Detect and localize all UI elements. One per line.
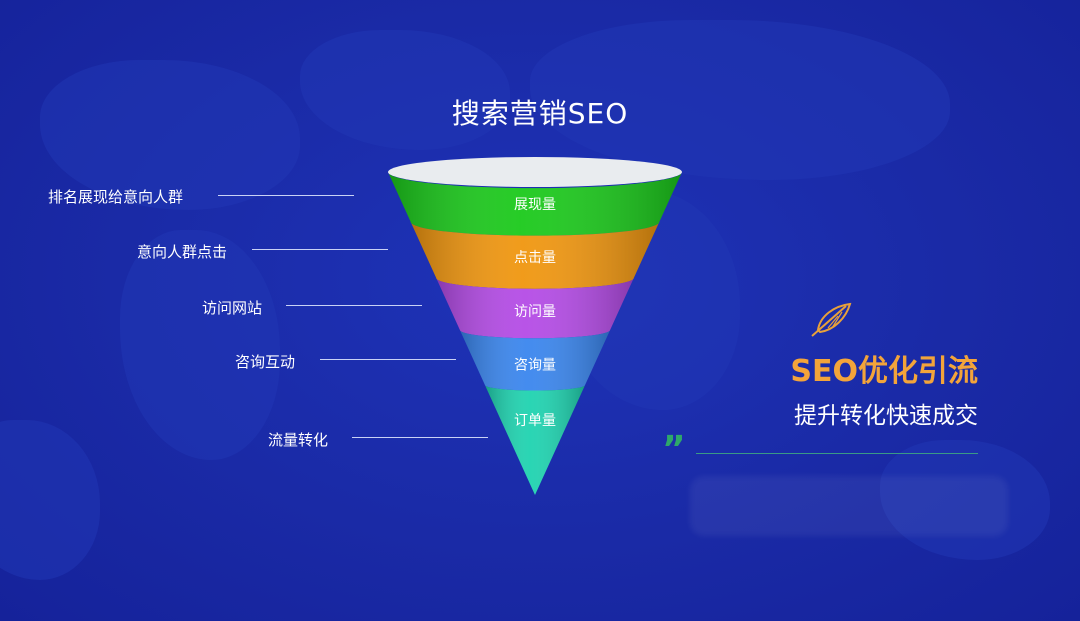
funnel-stage-shading [410,222,660,289]
funnel-stage-label: 展现量 [514,197,556,213]
quote-divider [696,453,978,454]
side-label: 流量转化 [268,431,329,449]
map-continent [0,420,100,580]
funnel-stage-shading [436,278,634,339]
funnel-stage-label: 点击量 [514,250,556,266]
funnel-stage-label: 咨询量 [514,358,556,374]
side-label: 排名展现给意向人群 [48,188,184,206]
connector-line [286,305,422,306]
connector-line [320,359,456,360]
funnel-stage-label: 访问量 [514,304,556,320]
map-continent [530,20,950,180]
side-label: 访问网站 [202,299,263,317]
highlight-title: SEO优化引流 [790,354,978,389]
connector-line [352,437,488,438]
map-continent [300,30,510,150]
quote-icon: ” [662,429,686,470]
funnel-top-rim [388,157,682,187]
map-continent [880,440,1050,560]
feather-icon [811,302,852,337]
diagram-title: 搜索营销SEO [451,97,629,130]
connector-line [218,195,354,196]
map-continent [120,230,280,460]
map-continent [40,60,300,210]
funnel-stage-shading [388,172,682,236]
side-label: 咨询互动 [235,353,296,371]
funnel-stage-shading [459,330,611,391]
side-label: 意向人群点击 [137,243,228,261]
funnel-stage-shading [484,385,586,495]
connector-line [252,249,388,250]
glow-panel [690,476,1008,536]
highlight-subtitle: 提升转化快速成交 [794,403,978,429]
funnel-stage-label: 订单量 [514,413,556,429]
